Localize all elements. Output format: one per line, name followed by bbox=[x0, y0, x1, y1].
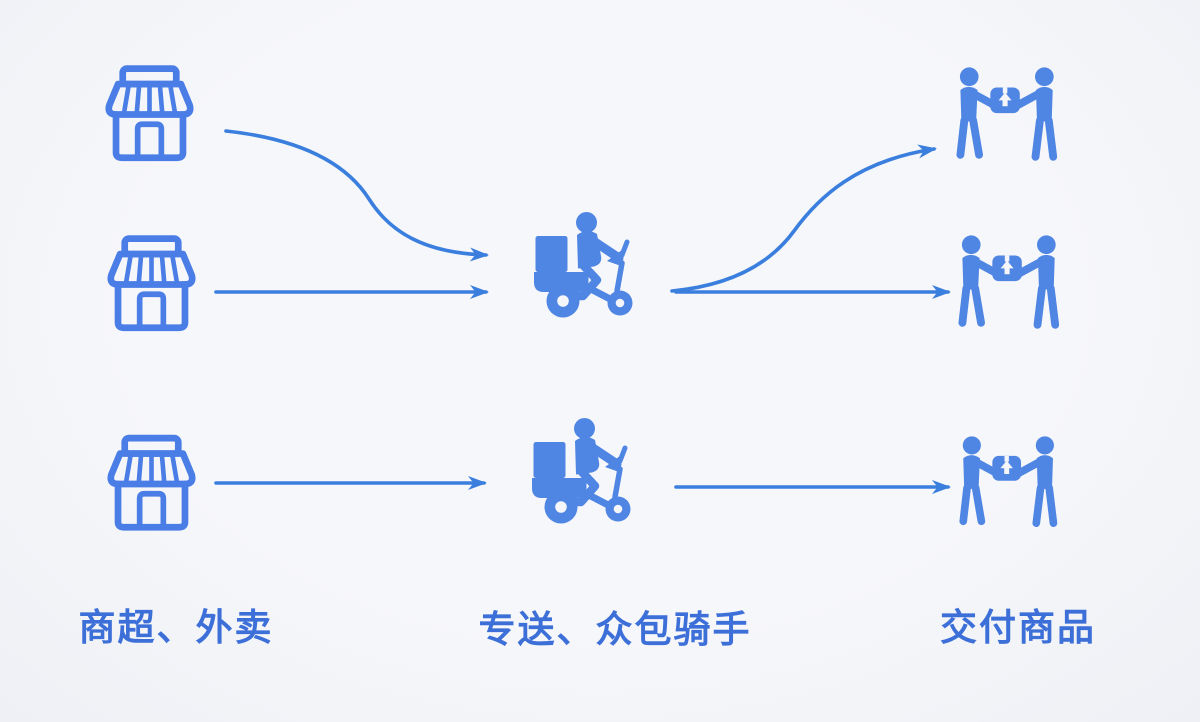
product-handoff-icon bbox=[957, 233, 1065, 338]
delivery-rider-icon bbox=[528, 417, 640, 529]
column-label-handoff: 交付商品 bbox=[940, 607, 1096, 648]
product-handoff-icon bbox=[958, 434, 1063, 536]
storefront-icon bbox=[100, 430, 203, 540]
product-handoff-icon bbox=[955, 65, 1063, 170]
edge-rider1-handoff1 bbox=[670, 144, 937, 293]
column-label-merchants: 商超、外卖 bbox=[78, 607, 274, 648]
edge-merchant1-rider1 bbox=[224, 129, 489, 262]
column-label-riders: 专送、众包骑手 bbox=[478, 609, 752, 650]
storefront-icon bbox=[100, 232, 203, 339]
delivery-rider-icon bbox=[530, 211, 642, 323]
storefront-icon bbox=[98, 62, 201, 169]
